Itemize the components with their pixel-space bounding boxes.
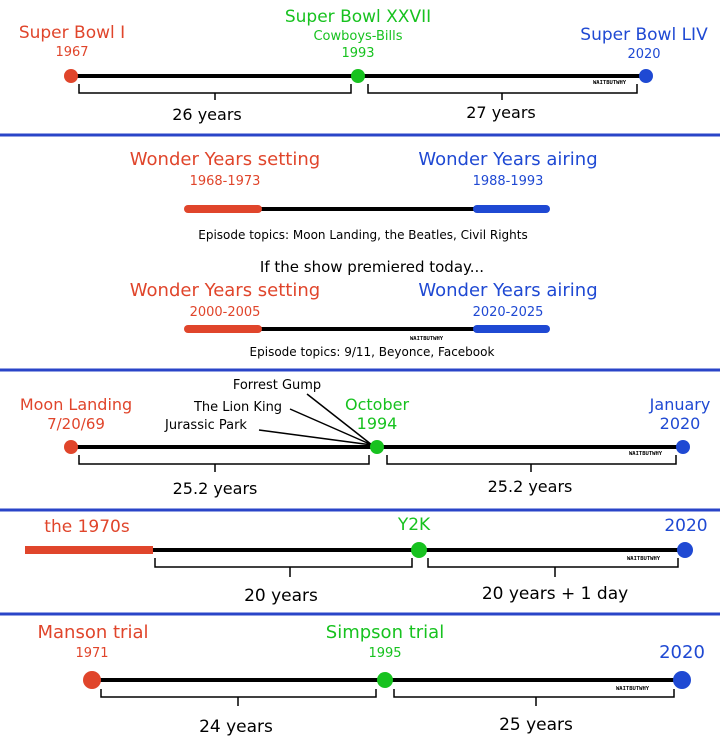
manson-trial-year: 1971 (75, 646, 108, 661)
january-2020-year: 2020 (660, 414, 701, 433)
watermark: WAITBUTWHY (593, 80, 627, 86)
super-bowl-liv-dot (639, 69, 653, 83)
the-1970s-label: the 1970s (44, 517, 130, 537)
watermark: WAITBUTWHY (629, 451, 663, 457)
moon-landing-title: Moon Landing (20, 395, 132, 414)
span-label-right: 20 years + 1 day (482, 584, 628, 604)
super-bowl-liv-year: 2020 (627, 47, 660, 62)
year-2020-label: 2020 (659, 642, 705, 663)
october-1994-title: October (345, 395, 409, 414)
wonder-years-today-setting-years: 2000-2005 (190, 305, 261, 320)
span-label-left: 26 years (172, 105, 241, 124)
span-bracket-right (386, 455, 677, 472)
span-bracket-left (154, 558, 413, 577)
manson-trial-dot (83, 671, 101, 689)
span-bracket-left (78, 455, 370, 472)
year-2020-dot (677, 542, 693, 558)
year-2020-label: 2020 (664, 516, 707, 536)
super-bowl-xxvii-title: Super Bowl XXVII (285, 7, 431, 27)
super-bowl-i-dot (64, 69, 78, 83)
watermark: WAITBUTWHY (616, 686, 650, 692)
super-bowl-xxvii-subtitle: Cowboys-Bills (313, 29, 402, 44)
span-label-left: 20 years (244, 586, 318, 606)
span-label-left: 24 years (199, 717, 273, 737)
october-1994-dot (370, 440, 384, 454)
movie-label-forrest-gump: Forrest Gump (233, 378, 321, 393)
y2k-dot (411, 542, 427, 558)
january-2020-title: January (649, 395, 711, 414)
premiered-today-caption: If the show premiered today... (260, 258, 484, 276)
wonder-years-airing-title: Wonder Years airing (418, 149, 597, 170)
panel-super-bowl: Super Bowl I 1967 Super Bowl XXVII Cowbo… (19, 7, 708, 124)
span-label-right: 25 years (499, 715, 573, 735)
simpson-trial-dot (377, 672, 393, 688)
watermark: WAITBUTWHY (627, 556, 661, 562)
movie-label-lion-king: The Lion King (193, 400, 282, 415)
span-bracket-left (100, 689, 377, 706)
span-bracket-right (367, 84, 638, 100)
movie-label-jurassic-park: Jurassic Park (164, 418, 247, 433)
wonder-years-today-airing-years: 2020-2025 (473, 305, 544, 320)
wonder-years-today-airing-title: Wonder Years airing (418, 280, 597, 301)
january-2020-dot (676, 440, 690, 454)
watermark: WAITBUTWHY (410, 336, 444, 342)
panel-trials: Manson trial 1971 Simpson trial 1995 202… (38, 622, 705, 737)
wonder-years-airing-years: 1988-1993 (473, 174, 544, 189)
super-bowl-i-year: 1967 (55, 45, 88, 60)
super-bowl-i-title: Super Bowl I (19, 23, 125, 43)
october-1994-year: 1994 (357, 414, 398, 433)
movie-pointer-lines (258, 393, 373, 446)
panel-wonder-years: Wonder Years setting 1968-1973 Wonder Ye… (130, 149, 598, 359)
y2k-label: Y2K (397, 515, 431, 535)
span-bracket-right (393, 689, 675, 706)
panel-y2k: the 1970s Y2K 2020 WAITBUTWHY 20 years 2… (25, 515, 708, 606)
wonder-years-today-setting-title: Wonder Years setting (130, 280, 320, 301)
span-label-left: 25.2 years (173, 479, 258, 498)
span-bracket-right (427, 558, 679, 577)
span-bracket-left (78, 84, 352, 100)
moon-landing-date: 7/20/69 (47, 415, 105, 433)
span-label-right: 27 years (466, 103, 535, 122)
super-bowl-liv-title: Super Bowl LIV (580, 25, 708, 45)
panel-moon-landing: Moon Landing 7/20/69 Forrest Gump The Li… (20, 378, 711, 498)
wonder-years-setting-years: 1968-1973 (190, 174, 261, 189)
wonder-years-topics: Episode topics: Moon Landing, the Beatle… (198, 228, 527, 242)
wonder-years-today-topics: Episode topics: 9/11, Beyonce, Facebook (250, 345, 495, 359)
span-label-right: 25.2 years (488, 477, 573, 496)
super-bowl-xxvii-dot (351, 69, 365, 83)
manson-trial-title: Manson trial (38, 622, 149, 643)
wonder-years-setting-title: Wonder Years setting (130, 149, 320, 170)
simpson-trial-title: Simpson trial (326, 622, 444, 643)
year-2020-dot (673, 671, 691, 689)
simpson-trial-year: 1995 (368, 646, 401, 661)
moon-landing-dot (64, 440, 78, 454)
super-bowl-xxvii-year: 1993 (341, 46, 374, 61)
